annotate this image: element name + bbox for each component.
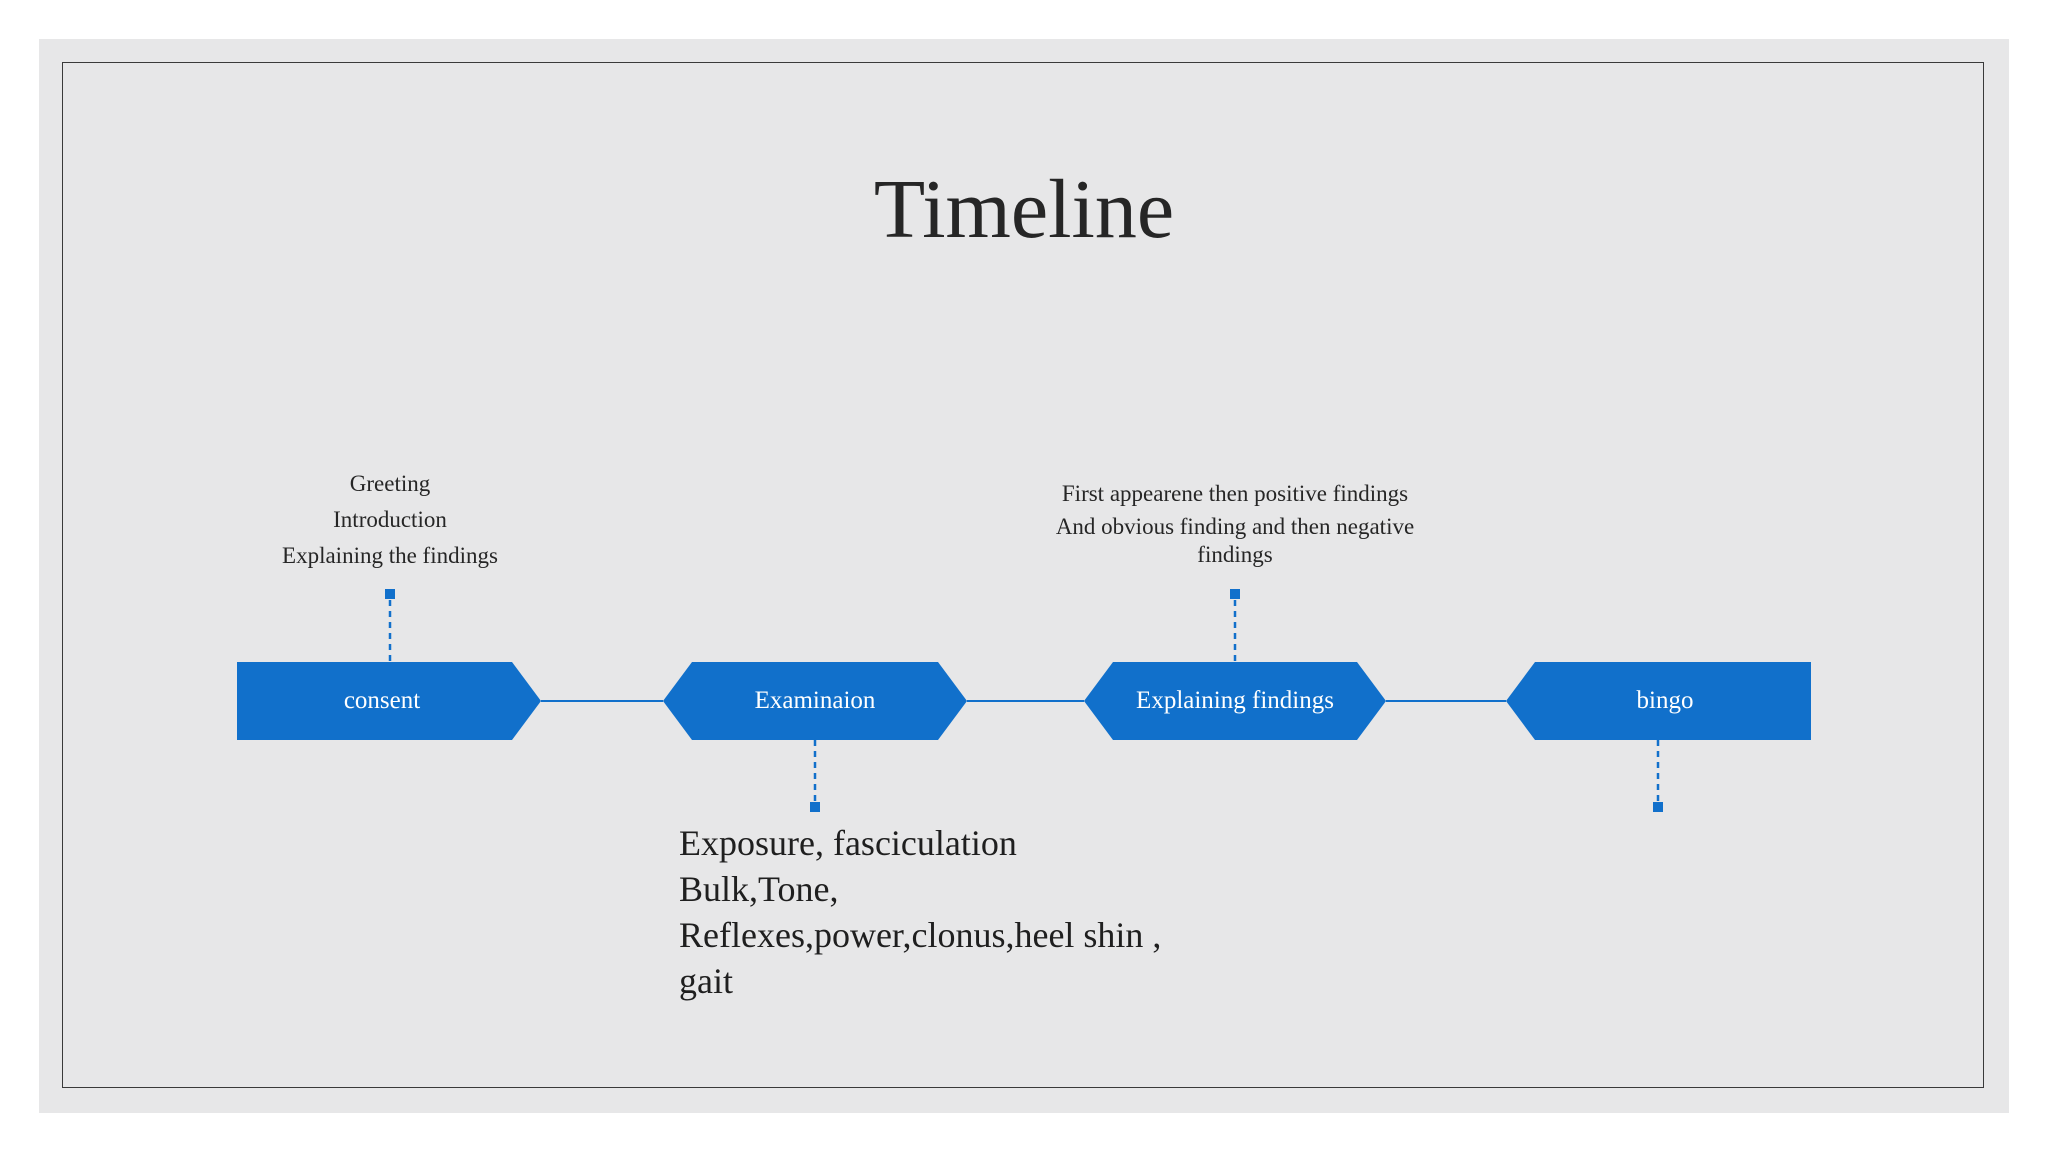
note-explaining-line-3: findings xyxy=(1197,542,1273,567)
slide-frame xyxy=(62,62,1984,1088)
note-explaining-line-1: First appearene then positive findings xyxy=(1061,481,1409,506)
note-explaining-line-2: And obvious finding and then negative xyxy=(1055,514,1415,539)
step-label-consent: consent xyxy=(343,687,421,714)
slide-background xyxy=(39,39,2009,1113)
step-shape-explaining-findings xyxy=(1084,662,1386,740)
step-shape-consent xyxy=(237,662,541,740)
note-consent-line-1: Greeting xyxy=(349,471,431,496)
step-shape-examination xyxy=(663,662,967,740)
step-shape-bingo xyxy=(1506,662,1811,740)
step-label-examination: Examinaion xyxy=(754,687,876,714)
step-label-bingo: bingo xyxy=(1636,687,1694,714)
note-consent-line-3: Explaining the findings xyxy=(282,543,498,568)
marker-bingo xyxy=(1653,802,1663,812)
note-examination-line-4: gait xyxy=(679,961,733,1001)
note-explaining-findings: First appearene then positive findings A… xyxy=(1020,476,1450,568)
note-examination-line-2: Bulk,Tone, xyxy=(679,869,839,909)
marker-examination xyxy=(810,802,820,812)
marker-explaining-findings xyxy=(1230,589,1240,599)
note-examination-line-1: Exposure, fasciculation xyxy=(679,823,1017,863)
note-consent: Greeting Introduction Explaining the fin… xyxy=(240,466,540,574)
step-label-explaining-findings: Explaining findings xyxy=(1136,687,1334,714)
marker-consent xyxy=(385,589,395,599)
slide-title: Timeline xyxy=(873,163,1175,256)
note-examination: Exposure, fasciculation Bulk,Tone, Refle… xyxy=(679,820,1161,1004)
note-consent-line-2: Introduction xyxy=(333,507,447,532)
note-examination-line-3: Reflexes,power,clonus,heel shin , xyxy=(679,915,1162,955)
